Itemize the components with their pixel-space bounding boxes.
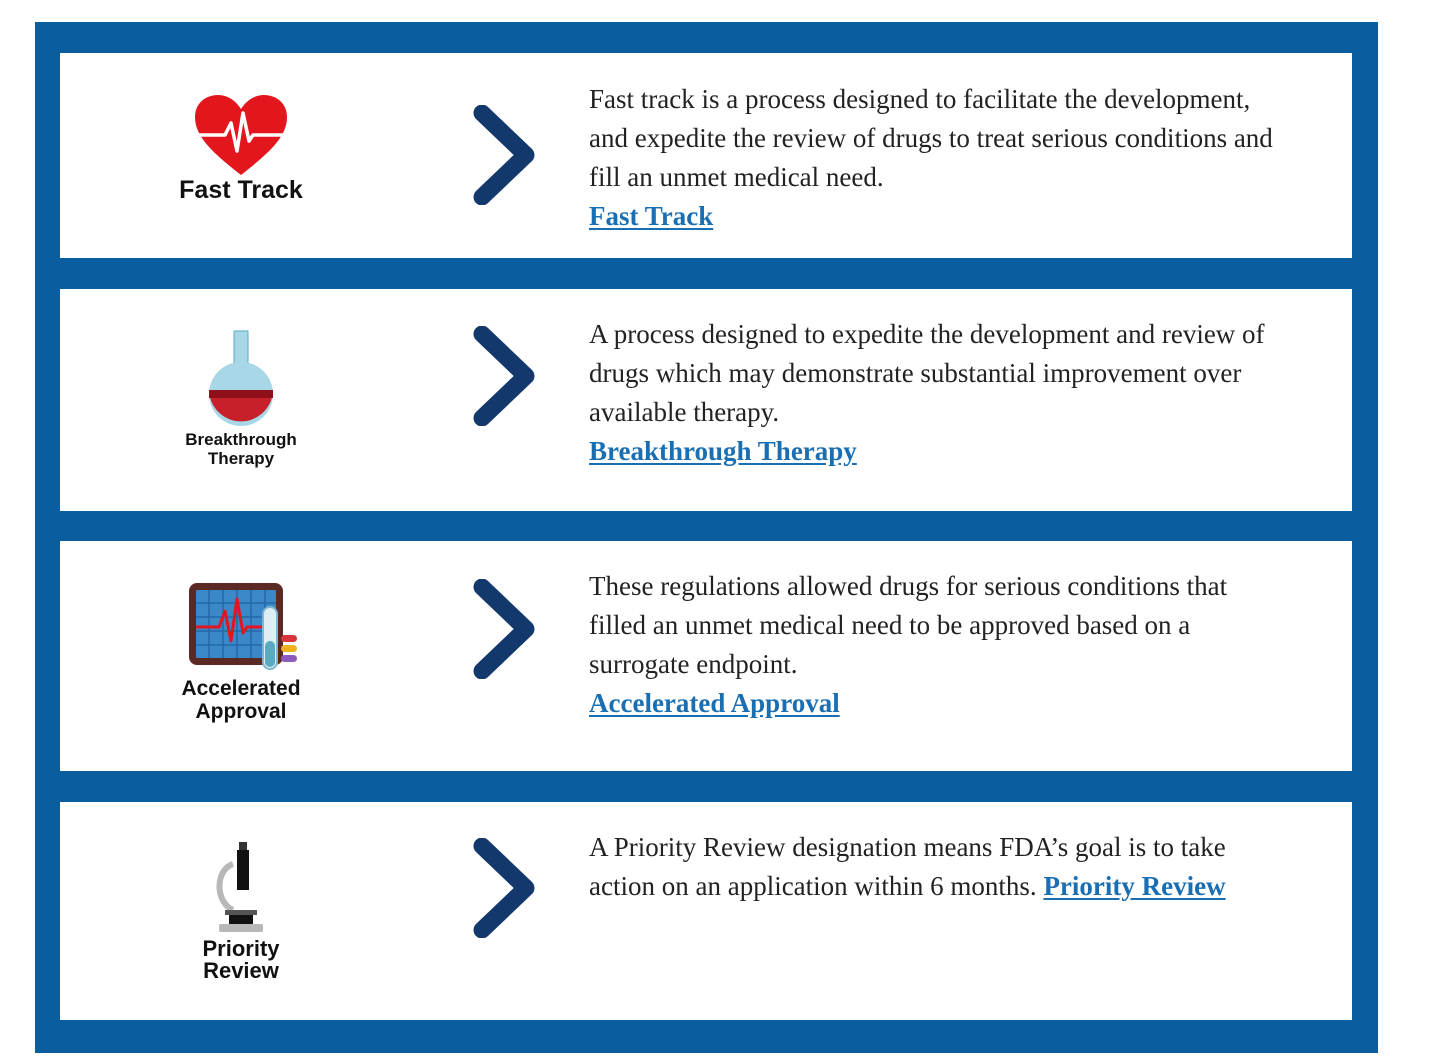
breakthrough-therapy-badge: Breakthrough Therapy [160, 329, 322, 468]
card-priority-review: Priority Review A Priority Review design… [60, 802, 1352, 1020]
fast-track-badge: Fast Track [160, 93, 322, 205]
accelerated-approval-label: Accelerated Approval [181, 677, 301, 724]
priority-review-label: Priority Review [202, 936, 280, 983]
flask-icon [209, 330, 273, 426]
priority-review-description: A Priority Review designation means FDA’… [589, 832, 1226, 901]
chevron-right-icon [473, 326, 535, 426]
chevron-right-icon [473, 838, 535, 938]
priority-review-link[interactable]: Priority Review [1043, 871, 1226, 901]
microscope-icon [216, 842, 263, 932]
fast-track-label: Fast Track [179, 176, 303, 204]
chevron-right-icon [473, 105, 535, 205]
heart-pulse-icon [195, 95, 287, 175]
breakthrough-therapy-label: Breakthrough Therapy [185, 430, 297, 468]
accelerated-approval-link[interactable]: Accelerated Approval [589, 688, 840, 718]
card-fast-track: Fast Track Fast track is a process desig… [60, 53, 1352, 258]
fast-track-description: Fast track is a process designed to faci… [589, 84, 1273, 231]
fast-track-link[interactable]: Fast Track [589, 201, 714, 231]
breakthrough-therapy-link[interactable]: Breakthrough Therapy [589, 436, 857, 466]
priority-review-badge: Priority Review [160, 840, 322, 982]
designations-panel: Fast Track Fast track is a process desig… [35, 22, 1378, 1053]
card-accelerated-approval: Accelerated Approval These regulations a… [60, 541, 1352, 771]
accelerated-approval-description: These regulations allowed drugs for seri… [589, 571, 1228, 718]
card-breakthrough-therapy: Breakthrough Therapy A process designed … [60, 289, 1352, 511]
chevron-right-icon [473, 579, 535, 679]
monitor-test-tube-icon [189, 583, 297, 670]
breakthrough-therapy-description: A process designed to expedite the devel… [589, 319, 1265, 466]
accelerated-approval-badge: Accelerated Approval [160, 581, 322, 723]
